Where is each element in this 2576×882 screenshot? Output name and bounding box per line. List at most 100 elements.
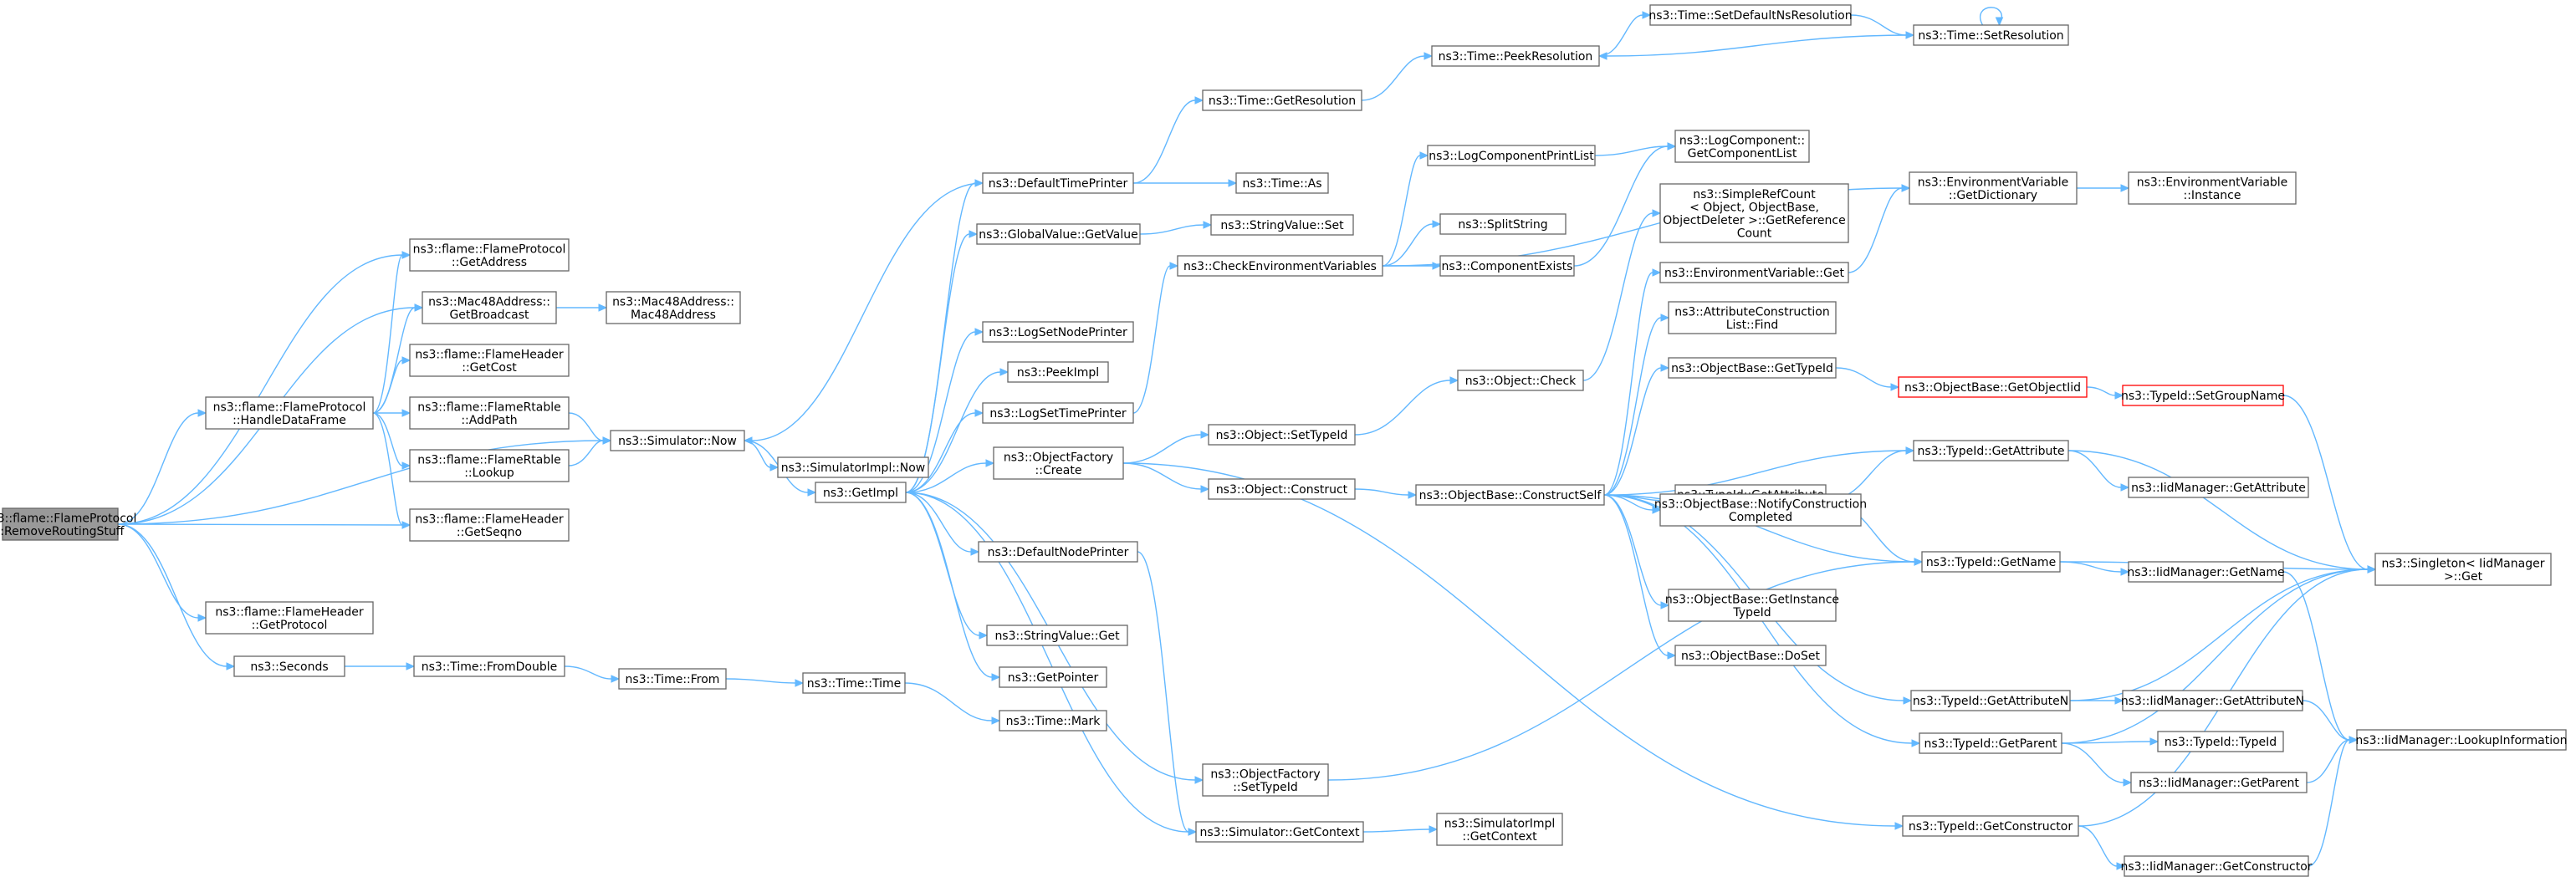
edge-objfac_create-to-obj_construct (1122, 462, 1210, 493)
node-sim-now[interactable]: ns3::Simulator::Now (610, 430, 745, 451)
node-box (1007, 361, 1109, 383)
node-fromdouble[interactable]: ns3::Time::FromDouble (413, 655, 565, 677)
node-label: ns3::flame::FlameHeader (215, 605, 364, 619)
node-iid-getattrn[interactable]: ns3::IidManager::GetAttributeN (2121, 690, 2304, 711)
node-label: ::GetDictionary (1949, 189, 2037, 202)
node-logcomp-getlist[interactable]: ns3::LogComponent::GetComponentList (1674, 130, 1810, 163)
node-ob-notify[interactable]: ns3::ObjectBase::NotifyConstructionCompl… (1654, 493, 1867, 527)
node-singleton-get[interactable]: ns3::Singleton< IidManager>::Get (2374, 553, 2552, 586)
node-getimpl[interactable]: ns3::GetImpl (815, 482, 907, 503)
node-tid-getname[interactable]: ns3::TypeId::GetName (1921, 551, 2061, 573)
node-box (982, 402, 1134, 424)
node-time-as[interactable]: ns3::Time::As (1235, 172, 1329, 194)
edge-tid_getname-to-iid_getname (2059, 561, 2130, 576)
node-tid-getattr[interactable]: ns3::TypeId::GetAttribute (1913, 440, 2069, 461)
node-iid-getname[interactable]: ns3::IidManager::GetName (2127, 561, 2285, 583)
node-iid-getparent[interactable]: ns3::IidManager::GetParent (2130, 772, 2308, 793)
node-box (1208, 478, 1356, 500)
node-obj-check[interactable]: ns3::Object::Check (1457, 370, 1584, 391)
node-gv-getvalue[interactable]: ns3::GlobalValue::GetValue (976, 223, 1141, 245)
node-time-from[interactable]: ns3::Time::From (618, 668, 727, 690)
node-box (999, 710, 1107, 732)
node-time-getres[interactable]: ns3::Time::GetResolution (1202, 89, 1362, 111)
node-strval-get[interactable]: ns3::StringValue::Get (986, 625, 1128, 646)
node-label: ::HandleDataFrame (233, 414, 346, 427)
node-envvar-get[interactable]: ns3::EnvironmentVariable::Get (1659, 262, 1849, 283)
node-time-setdefns[interactable]: ns3::Time::SetDefaultNsResolution (1648, 4, 1853, 26)
edge-tid_getattr-to-singleton_get (2067, 450, 2377, 574)
node-rt-add[interactable]: ns3::flame::FlameRtable::AddPath (409, 396, 570, 430)
edge-root-to-handle (117, 409, 207, 525)
node-rt-lookup[interactable]: ns3::flame::FlameRtable::Lookup (409, 449, 570, 482)
node-mac-bcast[interactable]: ns3::Mac48Address::GetBroadcast (422, 291, 557, 324)
node-peekimpl[interactable]: ns3::PeekImpl (1007, 361, 1109, 383)
edge-time_setres-to-time_peekres (1597, 34, 1914, 60)
node-time-setres[interactable]: ns3::Time::SetResolution (1913, 24, 2069, 46)
node-ob-doset[interactable]: ns3::ObjectBase::DoSet (1674, 645, 1827, 666)
node-tid-getparent[interactable]: ns3::TypeId::GetParent (1919, 732, 2062, 754)
node-label: ::GetProtocol (252, 619, 328, 632)
node-label: ::SetTypeId (1233, 781, 1298, 794)
node-def-node-printer[interactable]: ns3::DefaultNodePrinter (978, 541, 1138, 563)
node-time-time[interactable]: ns3::Time::Time (802, 672, 906, 694)
edge-time_getres-to-time_peekres (1361, 52, 1434, 101)
node-compexists[interactable]: ns3::ComponentExists (1439, 255, 1575, 277)
node-simplerefcount[interactable]: ns3::SimpleRefCount< Object, ObjectBase,… (1659, 183, 1849, 243)
node-label: ns3::flame::FlameHeader (415, 348, 564, 361)
node-obj-construct[interactable]: ns3::Object::Construct (1208, 478, 1356, 500)
node-simimpl-now[interactable]: ns3::SimulatorImpl::Now (777, 456, 929, 478)
node-box (999, 666, 1107, 688)
node-ob-gettypeid[interactable]: ns3::ObjectBase::GetTypeId (1668, 357, 1837, 379)
node-strval-set[interactable]: ns3::StringValue::Set (1210, 214, 1354, 236)
node-box (1919, 732, 2062, 754)
node-logsetnode[interactable]: ns3::LogSetNodePrinter (982, 321, 1134, 343)
node-ob-getobjecttid[interactable]: ns3::ObjectBase::GetObjectIid (1898, 376, 2088, 398)
node-ob-constructself[interactable]: ns3::ObjectBase::ConstructSelf (1415, 484, 1605, 506)
node-def-time-printer[interactable]: ns3::DefaultTimePrinter (982, 172, 1134, 194)
node-envvar-instance[interactable]: ns3::EnvironmentVariable::Instance (2128, 171, 2297, 205)
node-box (606, 291, 741, 324)
node-getpointer[interactable]: ns3::GetPointer (999, 666, 1107, 688)
node-logcomp-printlist[interactable]: ns3::LogComponentPrintList (1427, 145, 1596, 166)
node-root[interactable]: ns3::flame::FlameProtocol::RemoveRouting… (0, 507, 136, 541)
node-seconds[interactable]: ns3::Seconds (233, 655, 345, 677)
node-fp-getaddr[interactable]: ns3::flame::FlameProtocol::GetAddress (409, 238, 570, 272)
edge-ob_constructself-to-ob_getinstance (1603, 494, 1670, 609)
node-simimpl-getctx[interactable]: ns3::SimulatorImpl::GetContext (1436, 813, 1563, 846)
node-fh-proto[interactable]: ns3::flame::FlameHeader::GetProtocol (205, 601, 374, 635)
node-label: List::Find (1726, 319, 1779, 332)
node-label: ns3::ComponentExists (1442, 260, 1573, 273)
node-time-mark[interactable]: ns3::Time::Mark (999, 710, 1107, 732)
node-handle[interactable]: ns3::flame::FlameProtocol::HandleDataFra… (205, 396, 374, 430)
node-objfac-create[interactable]: ns3::ObjectFactory::Create (993, 446, 1124, 480)
edge-compexists-to-logcomp_getlist (1573, 142, 1677, 267)
node-objfac-settypeid[interactable]: ns3::ObjectFactory::SetTypeId (1202, 763, 1329, 797)
node-label: ns3::DefaultNodePrinter (988, 546, 1129, 559)
node-tid-getctor[interactable]: ns3::TypeId::GetConstructor (1902, 815, 2079, 837)
node-box (2128, 171, 2297, 205)
node-box (1649, 4, 1852, 26)
edge-checkenv-to-logcomp_printlist (1382, 151, 1429, 267)
node-label: Mac48Address (631, 308, 716, 322)
node-tid-getattrn[interactable]: ns3::TypeId::GetAttributeN (1910, 690, 2071, 711)
node-fh-cost[interactable]: ns3::flame::FlameHeader::GetCost (409, 344, 570, 377)
node-sim-getctx[interactable]: ns3::Simulator::GetContext (1195, 821, 1364, 843)
node-splitstring[interactable]: ns3::SplitString (1439, 213, 1567, 235)
node-label: ns3::flame::FlameRtable (417, 453, 561, 466)
node-tid-setgroup[interactable]: ns3::TypeId::SetGroupName (2121, 385, 2285, 406)
node-envvar-getdict[interactable]: ns3::EnvironmentVariable::GetDictionary (1909, 171, 2078, 205)
node-checkenv[interactable]: ns3::CheckEnvironmentVariables (1177, 255, 1383, 277)
node-box (982, 321, 1134, 343)
node-time-peekres[interactable]: ns3::Time::PeekResolution (1431, 45, 1600, 67)
node-iid-getctor[interactable]: ns3::IidManager::GetConstructor (2120, 855, 2313, 877)
node-mac-ctor[interactable]: ns3::Mac48Address::Mac48Address (606, 291, 741, 324)
node-fh-seqno[interactable]: ns3::flame::FlameHeader::GetSeqno (409, 508, 570, 542)
node-iid-lookup[interactable]: ns3::IidManager::LookupInformation (2355, 729, 2568, 751)
node-tid-typeid[interactable]: ns3::TypeId::TypeId (2157, 731, 2284, 752)
node-obj-settypeid[interactable]: ns3::Object::SetTypeId (1208, 424, 1356, 446)
node-iid-getattr[interactable]: ns3::IidManager::GetAttribute (2128, 477, 2309, 498)
node-logsettime[interactable]: ns3::LogSetTimePrinter (982, 402, 1134, 424)
